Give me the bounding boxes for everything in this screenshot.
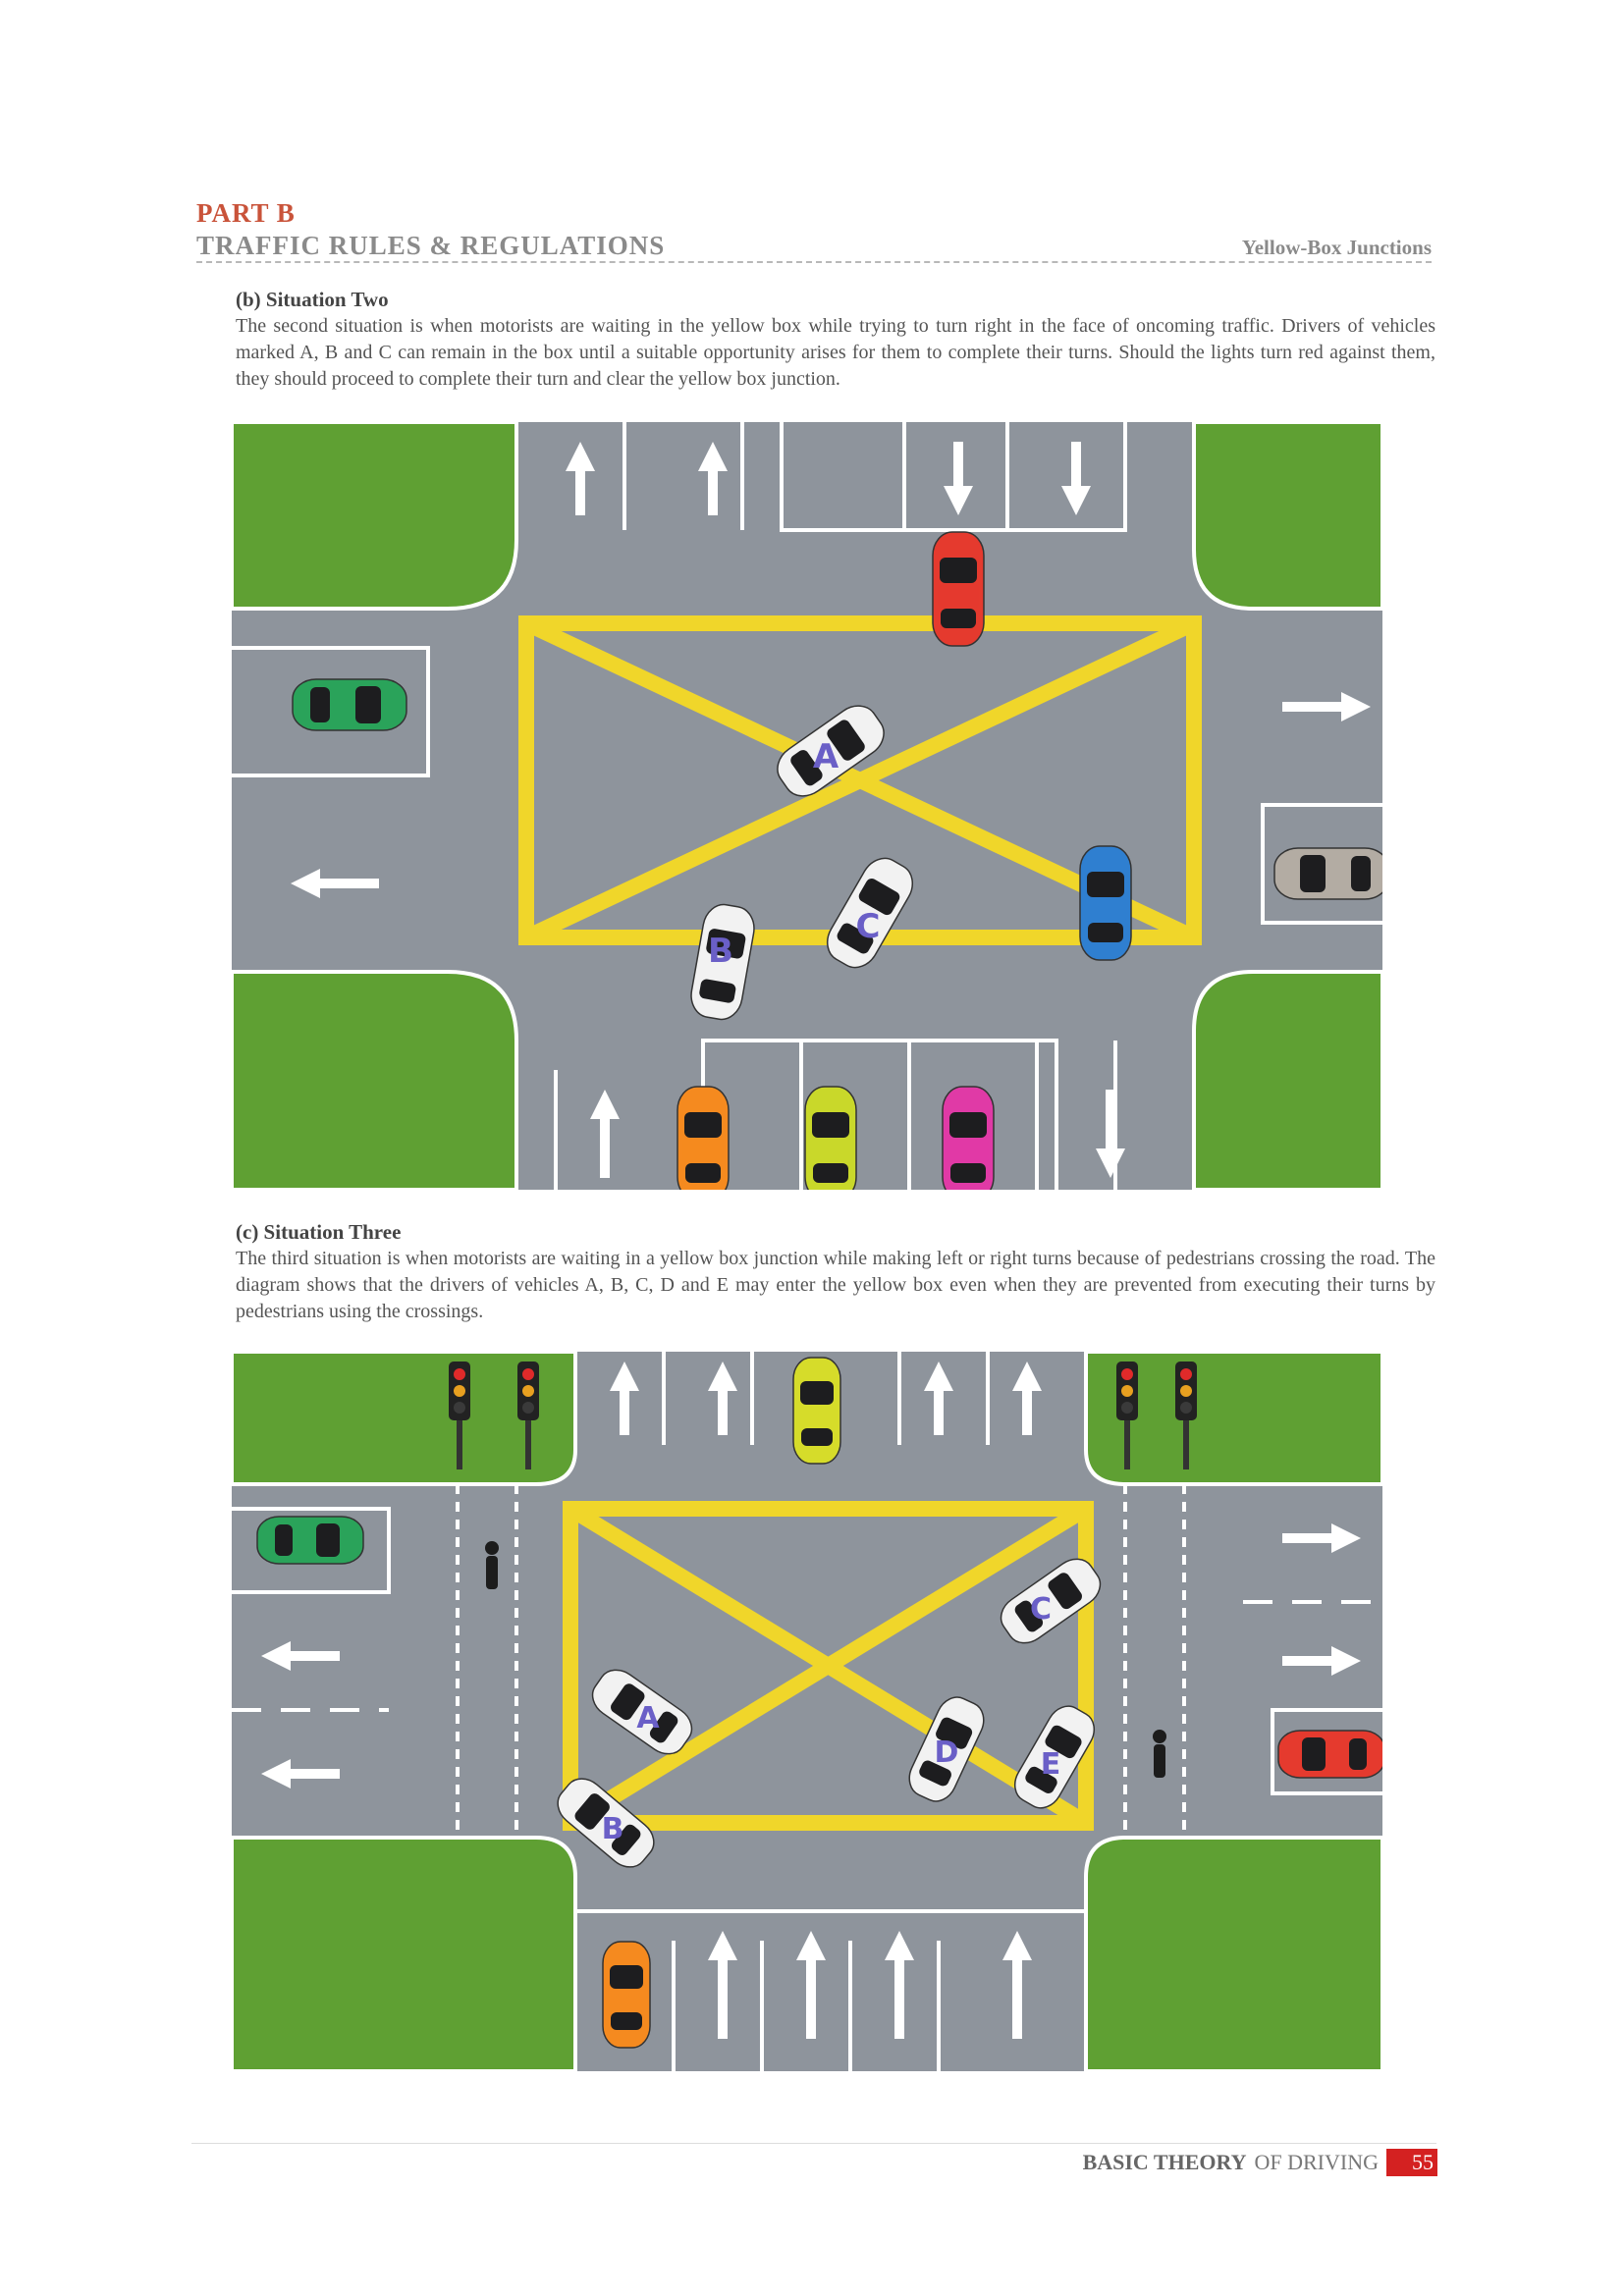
- situation-three-heading: (c) Situation Three: [236, 1219, 1435, 1246]
- footer-title-bold: BASIC THEORY: [1083, 2150, 1247, 2175]
- situation-two-diagram: A B C: [232, 422, 1382, 1190]
- situation-two-heading: (b) Situation Two: [236, 287, 1435, 313]
- situation-three-diagram: A B C D E: [232, 1352, 1382, 2071]
- car-label-e: E: [1041, 1747, 1061, 1782]
- car-label-c: C: [1030, 1592, 1052, 1627]
- section-title: TRAFFIC RULES & REGULATIONS: [196, 231, 665, 261]
- car-label-b: B: [602, 1812, 624, 1846]
- situation-two-block: (b) Situation Two The second situation i…: [236, 287, 1435, 393]
- footer-rule: [191, 2143, 1436, 2144]
- header-rule: [196, 261, 1432, 263]
- situation-two-body: The second situation is when motorists a…: [236, 313, 1435, 393]
- car-label-d: D: [935, 1735, 959, 1770]
- car-label-c: C: [856, 907, 881, 946]
- situation-three-body: The third situation is when motorists ar…: [236, 1246, 1435, 1325]
- situation-three-block: (c) Situation Three The third situation …: [236, 1219, 1435, 1325]
- car-label-a: A: [636, 1701, 660, 1735]
- page-footer: BASIC THEORY OF DRIVING 55: [1083, 2149, 1437, 2176]
- page-number: 55: [1386, 2149, 1437, 2176]
- car-label-b: B: [708, 932, 733, 971]
- footer-title-rest: OF DRIVING: [1255, 2150, 1380, 2175]
- car-label-a: A: [813, 737, 839, 776]
- topic-title: Yellow-Box Junctions: [1242, 236, 1432, 260]
- part-label: PART B: [196, 198, 296, 229]
